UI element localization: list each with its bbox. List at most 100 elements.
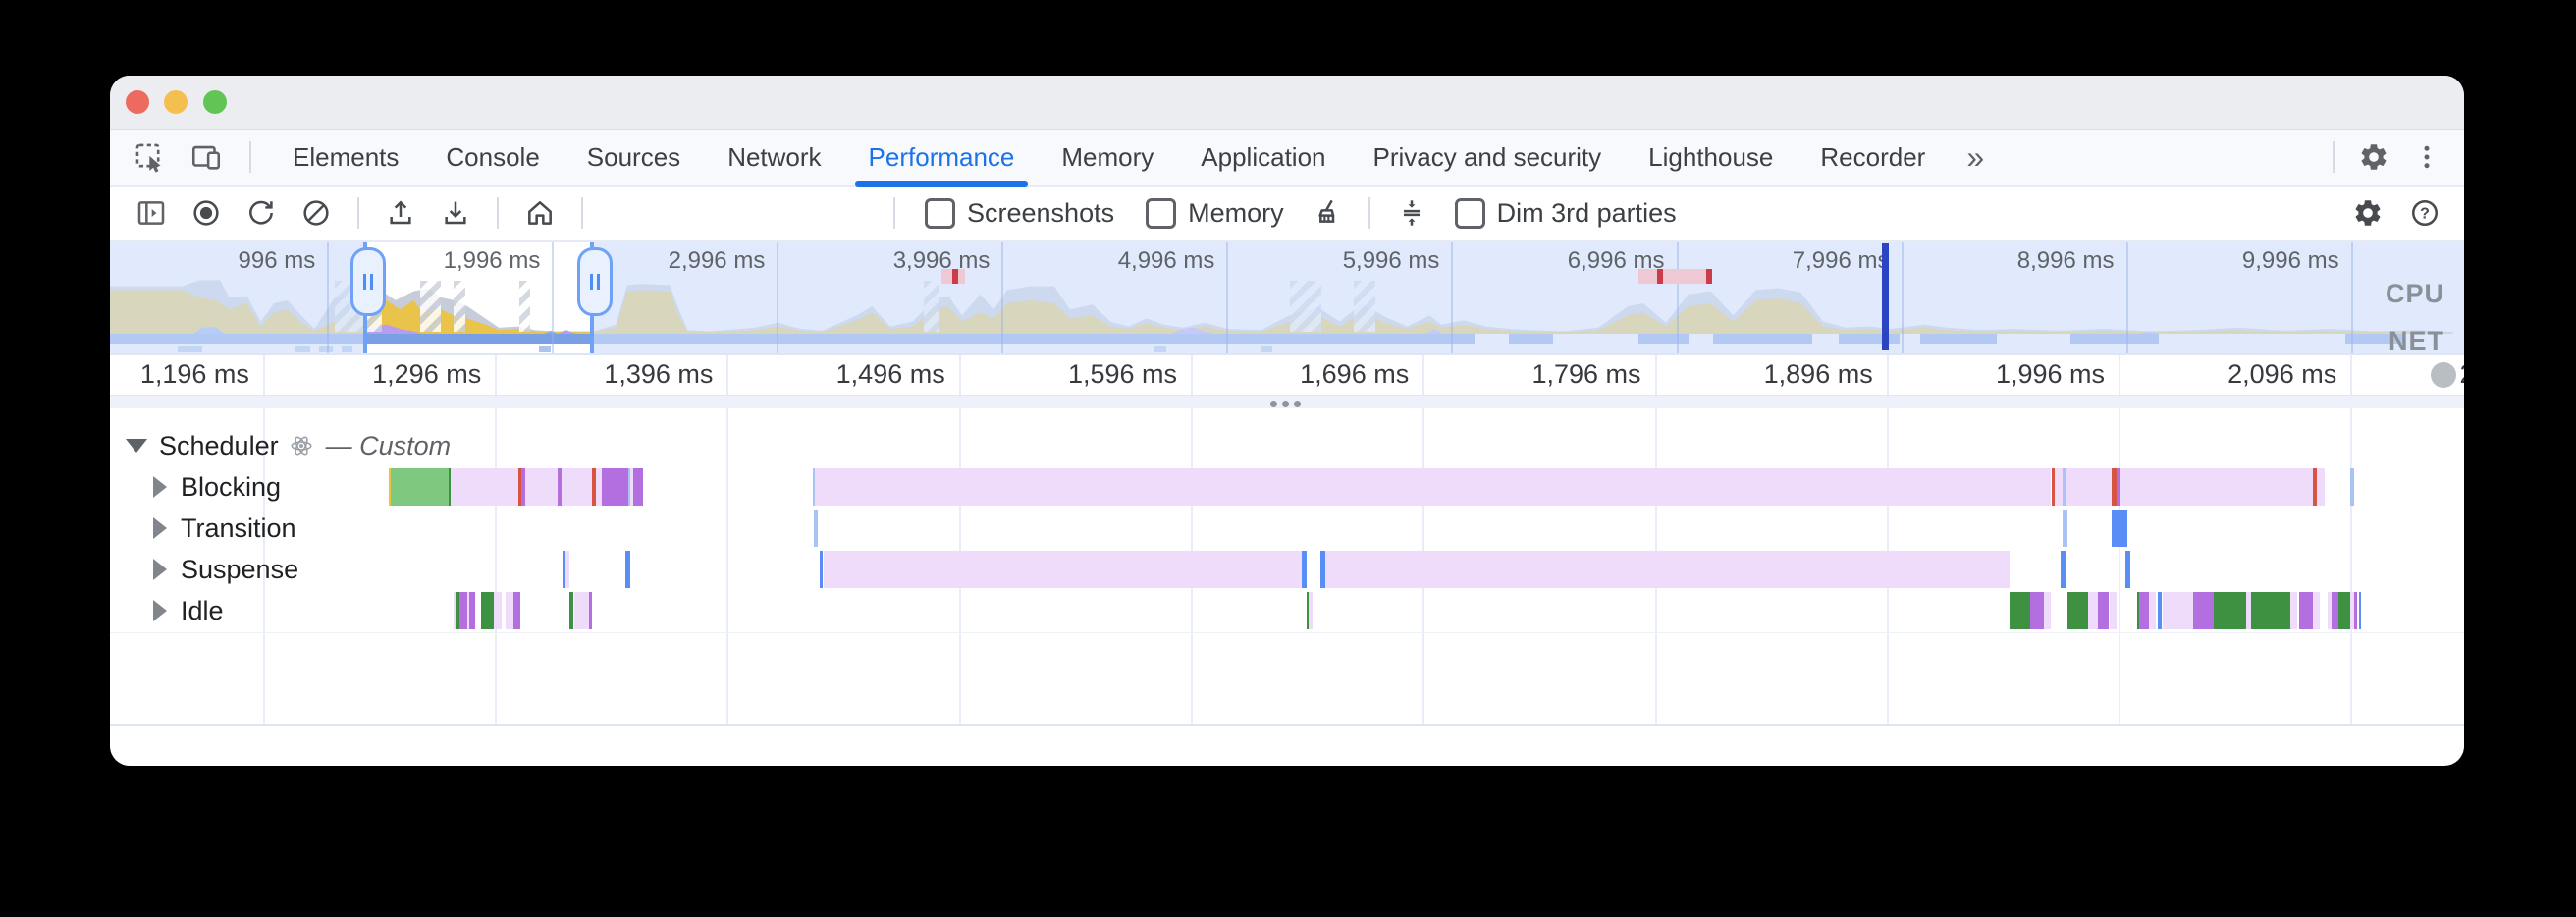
flame-bar-blocking[interactable] bbox=[2066, 468, 2112, 506]
flame-bar-blocking[interactable] bbox=[2055, 468, 2064, 506]
flame-bar-suspense[interactable] bbox=[1325, 551, 2010, 588]
memory-checkbox[interactable]: Memory bbox=[1146, 197, 1284, 229]
flame-bar-idle[interactable] bbox=[469, 592, 476, 629]
track-group-scheduler[interactable]: Scheduler — Custom bbox=[110, 425, 451, 466]
flame-bar-suspense[interactable] bbox=[624, 551, 631, 588]
expand-triangle-icon[interactable] bbox=[153, 476, 167, 498]
tab-application[interactable]: Application bbox=[1177, 130, 1349, 185]
flame-bar-blocking[interactable] bbox=[628, 468, 631, 506]
tab-sources[interactable]: Sources bbox=[564, 130, 704, 185]
flame-bar-transition[interactable] bbox=[2111, 510, 2128, 547]
window-titlebar[interactable] bbox=[110, 76, 2464, 130]
flame-bar-blocking[interactable] bbox=[388, 468, 391, 506]
flame-bar-idle[interactable] bbox=[2044, 592, 2052, 629]
flame-bar-transition[interactable] bbox=[2063, 510, 2067, 547]
flame-bar-idle[interactable] bbox=[494, 592, 503, 629]
inspect-element-button[interactable] bbox=[128, 135, 171, 179]
dim-3rd-parties-checkbox-box[interactable] bbox=[1454, 197, 1485, 229]
collapse-triangle-icon[interactable] bbox=[126, 439, 147, 453]
flame-bar-blocking[interactable] bbox=[2350, 468, 2354, 506]
memory-checkbox-box[interactable] bbox=[1146, 197, 1177, 229]
flame-bar-idle[interactable] bbox=[453, 592, 456, 629]
toggle-sidebar-button[interactable] bbox=[130, 191, 173, 235]
flame-bar-idle[interactable] bbox=[2158, 592, 2162, 629]
flame-bar-suspense[interactable] bbox=[562, 551, 566, 588]
load-profile-button[interactable] bbox=[379, 191, 422, 235]
flame-bar-blocking[interactable] bbox=[2111, 468, 2117, 506]
flame-bar-idle[interactable] bbox=[2313, 592, 2321, 629]
track-row-idle[interactable]: Idle bbox=[110, 590, 224, 631]
flame-bar-blocking[interactable] bbox=[558, 468, 562, 506]
flame-bar-blocking[interactable] bbox=[2313, 468, 2317, 506]
flame-bar-blocking[interactable] bbox=[2317, 468, 2326, 506]
flame-bar-blocking[interactable] bbox=[517, 468, 522, 506]
expand-triangle-icon[interactable] bbox=[153, 600, 167, 621]
flame-bar-idle[interactable] bbox=[2289, 592, 2297, 629]
flame-bar-idle[interactable] bbox=[1307, 592, 1310, 629]
customize-devtools-button[interactable] bbox=[2405, 135, 2448, 179]
flame-bar-idle[interactable] bbox=[568, 592, 574, 629]
tab-network[interactable]: Network bbox=[704, 130, 844, 185]
flame-bar-suspense[interactable] bbox=[2060, 551, 2066, 588]
flame-bar-idle[interactable] bbox=[2245, 592, 2251, 629]
flame-bar-blocking[interactable] bbox=[451, 468, 518, 506]
flame-bar-blocking[interactable] bbox=[2116, 468, 2121, 506]
flame-bar-idle[interactable] bbox=[2350, 592, 2354, 629]
flame-bar-idle[interactable] bbox=[513, 592, 521, 629]
flame-bar-idle[interactable] bbox=[466, 592, 470, 629]
tab-elements[interactable]: Elements bbox=[269, 130, 422, 185]
flame-bar-idle[interactable] bbox=[2009, 592, 2031, 629]
track-row-transition[interactable]: Transition bbox=[110, 508, 296, 549]
flame-bar-idle[interactable] bbox=[588, 592, 593, 629]
flame-bar-idle[interactable] bbox=[2358, 592, 2361, 629]
flame-bar-idle[interactable] bbox=[505, 592, 514, 629]
flame-bar-idle[interactable] bbox=[2192, 592, 2214, 629]
flame-bar-suspense[interactable] bbox=[565, 551, 569, 588]
track-row-blocking[interactable]: Blocking bbox=[110, 466, 281, 508]
flame-bar-blocking[interactable] bbox=[561, 468, 593, 506]
tab-performance[interactable]: Performance bbox=[845, 130, 1039, 187]
flame-bar-blocking[interactable] bbox=[524, 468, 558, 506]
flame-bar-idle[interactable] bbox=[2353, 592, 2358, 629]
flame-bar-blocking[interactable] bbox=[632, 468, 644, 506]
flame-bar-blocking[interactable] bbox=[601, 468, 629, 506]
flame-bar-suspense[interactable] bbox=[1302, 551, 1308, 588]
flame-bar-idle[interactable] bbox=[456, 592, 459, 629]
flame-bar-idle[interactable] bbox=[2136, 592, 2140, 629]
flame-bar-blocking[interactable] bbox=[812, 468, 816, 506]
more-tabs-button[interactable]: » bbox=[1949, 139, 2002, 176]
flame-bar-idle[interactable] bbox=[458, 592, 467, 629]
tab-memory[interactable]: Memory bbox=[1038, 130, 1177, 185]
flame-bar-idle[interactable] bbox=[2148, 592, 2156, 629]
record-and-reload-button[interactable] bbox=[240, 191, 283, 235]
tab-lighthouse[interactable]: Lighthouse bbox=[1625, 130, 1797, 185]
collect-garbage-button[interactable] bbox=[1306, 191, 1349, 235]
tab-console[interactable]: Console bbox=[422, 130, 563, 185]
flame-bar-blocking[interactable] bbox=[521, 468, 525, 506]
flame-bar-idle[interactable] bbox=[2332, 592, 2339, 629]
flame-bar-idle[interactable] bbox=[2088, 592, 2098, 629]
capture-settings-button[interactable] bbox=[2346, 191, 2389, 235]
flame-bar-idle[interactable] bbox=[2030, 592, 2045, 629]
timeline-scrollbar-thumb[interactable] bbox=[2431, 362, 2456, 388]
flame-bar-blocking[interactable] bbox=[592, 468, 596, 506]
tab-recorder[interactable]: Recorder bbox=[1797, 130, 1949, 185]
live-metrics-home-button[interactable] bbox=[518, 191, 562, 235]
clear-recording-button[interactable] bbox=[295, 191, 338, 235]
zoom-button[interactable] bbox=[203, 90, 227, 114]
flame-bar-blocking[interactable] bbox=[2063, 468, 2066, 506]
flame-bar-idle[interactable] bbox=[2067, 592, 2089, 629]
flame-bar-idle[interactable] bbox=[2327, 592, 2333, 629]
flame-bar-blocking[interactable] bbox=[815, 468, 2052, 506]
flame-bar-idle[interactable] bbox=[481, 592, 494, 629]
flame-bar-transition[interactable] bbox=[814, 510, 818, 547]
flame-bar-idle[interactable] bbox=[2139, 592, 2149, 629]
flame-bar-blocking[interactable] bbox=[596, 468, 602, 506]
track-row-suspense[interactable]: Suspense bbox=[110, 549, 298, 590]
flame-bar-suspense[interactable] bbox=[819, 551, 824, 588]
flame-bar-idle[interactable] bbox=[2338, 592, 2351, 629]
selection-handle-right[interactable] bbox=[577, 247, 614, 316]
flame-bar-idle[interactable] bbox=[2213, 592, 2246, 629]
